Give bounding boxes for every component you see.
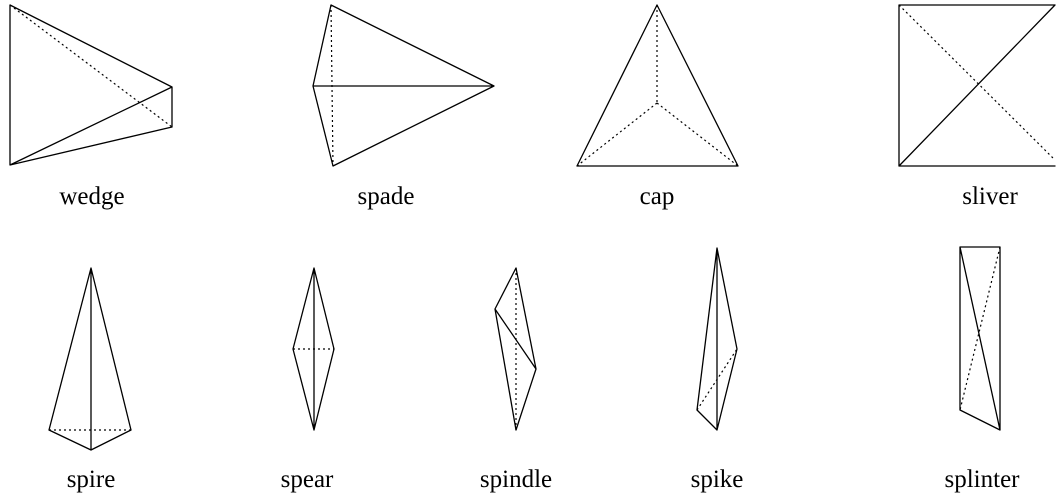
wedge-label: wedge [59,183,125,210]
wedge-figure [9,4,173,166]
sliver-label: sliver [962,183,1018,210]
cap-label: cap [639,183,675,210]
spindle-label: spindle [479,466,553,493]
splinter-label: splinter [944,466,1020,493]
spire-figure [48,267,132,451]
sliver-figure [898,4,1056,167]
spindle-figure [494,267,537,431]
spear-figure [292,267,335,431]
spade-figure [312,4,495,167]
spike-figure [696,247,738,431]
cap-figure [576,4,739,167]
splinter-figure [959,246,1001,431]
spike-label: spike [690,466,744,493]
spade-label: spade [357,183,415,210]
spire-label: spire [66,466,116,493]
spear-label: spear [280,466,334,493]
